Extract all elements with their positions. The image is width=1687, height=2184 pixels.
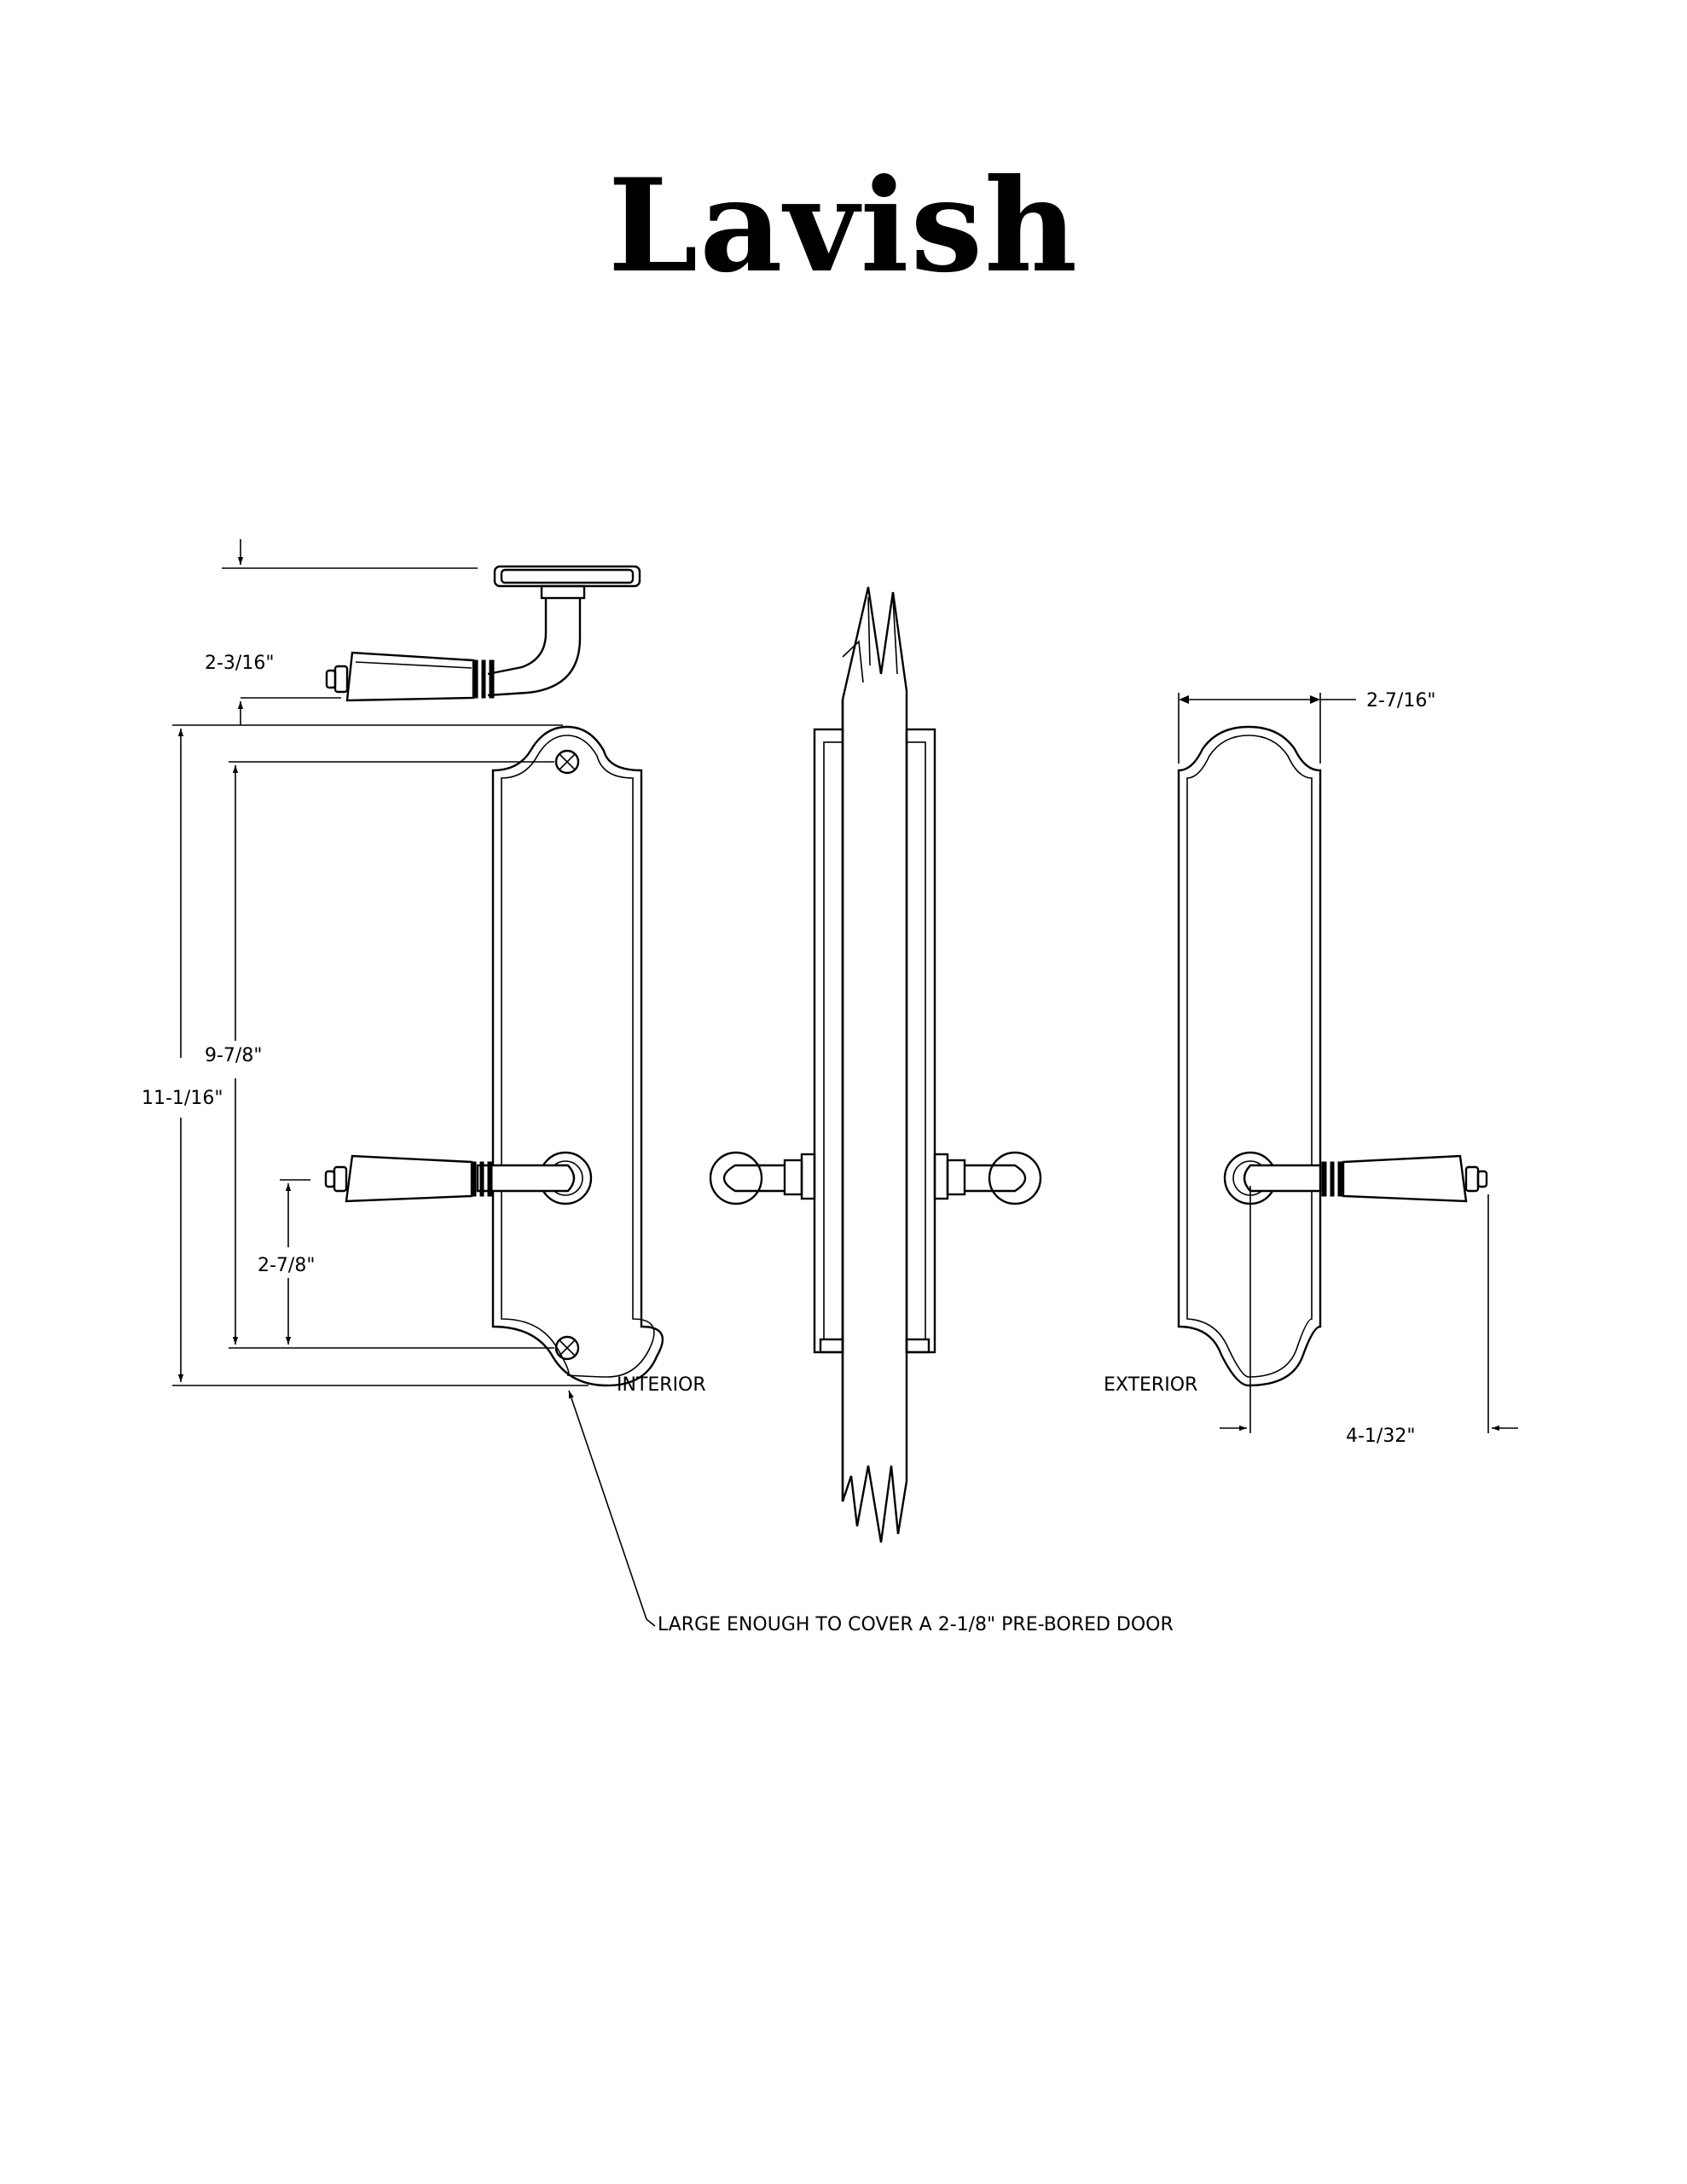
label-exterior: EXTERIOR	[1104, 1374, 1197, 1396]
dimension-lever-height: 2-7/8"	[258, 1179, 315, 1345]
dimension-plate-height: 11-1/16"	[142, 724, 588, 1386]
side-section-view	[709, 586, 1042, 1543]
dim-label-lever-length: 4-1/32"	[1346, 1426, 1415, 1447]
note-text: LARGE ENOUGH TO COVER A 2-1/8" PRE-BORED…	[658, 1614, 1174, 1635]
note-leader: LARGE ENOUGH TO COVER A 2-1/8" PRE-BORED…	[568, 1390, 1174, 1635]
dimension-screw-spacing: 9-7/8"	[205, 761, 554, 1349]
dim-label-plate-width: 2-7/16"	[1366, 690, 1435, 712]
dim-label-lever-height: 2-7/8"	[258, 1255, 315, 1276]
dimension-lever-length: 4-1/32"	[1220, 1186, 1518, 1447]
dim-label-plate-height: 11-1/16"	[142, 1088, 223, 1109]
dimension-lever-projection: 2-3/16"	[205, 539, 478, 725]
dim-label-screw-spacing: 9-7/8"	[205, 1045, 262, 1066]
label-interior: INTERIOR	[617, 1374, 706, 1396]
top-view-lever	[325, 565, 641, 702]
product-title: Lavish	[607, 151, 1080, 301]
dim-label-lever-projection: 2-3/16"	[205, 653, 274, 674]
exterior-plate	[1177, 725, 1488, 1387]
interior-plate	[324, 725, 664, 1387]
dimension-plate-width: 2-7/16"	[1178, 690, 1435, 764]
